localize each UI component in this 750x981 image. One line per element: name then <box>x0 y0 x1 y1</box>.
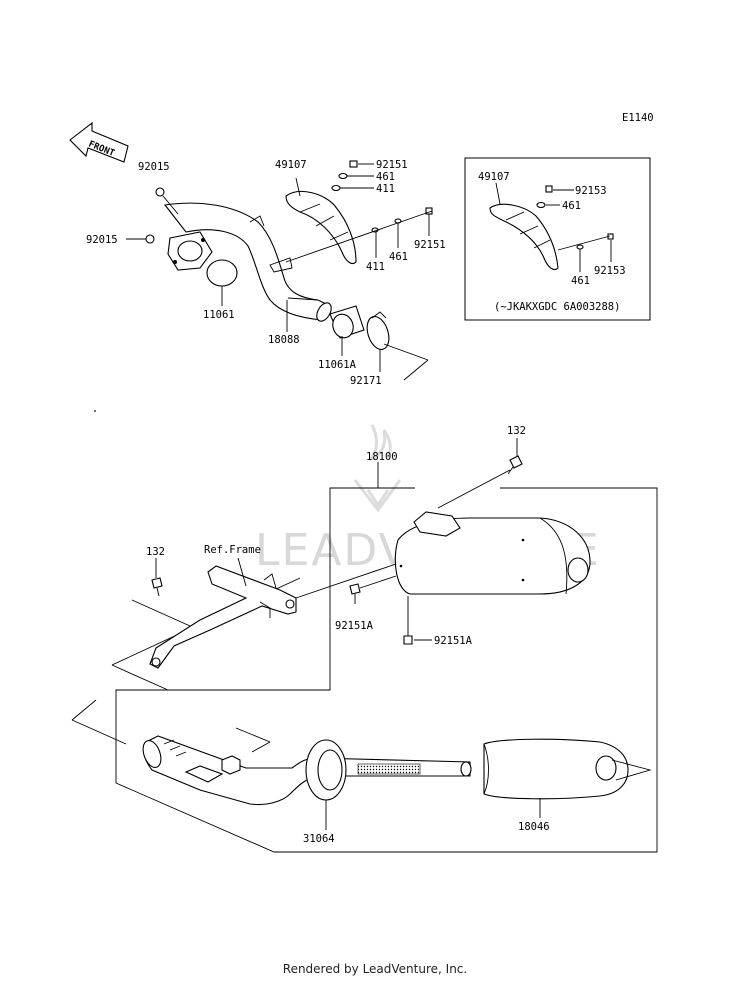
label-92151-top: 92151 <box>376 159 408 171</box>
label-ref-frame: Ref.Frame <box>204 544 261 556</box>
muffler-18100 <box>394 511 591 595</box>
leader-lines-top <box>126 163 433 381</box>
footer-credit: Rendered by LeadVenture, Inc. <box>282 962 468 976</box>
gasket-11061 <box>206 259 238 287</box>
bolt-132-left <box>151 577 163 597</box>
label-92151A-right: 92151A <box>434 635 473 647</box>
bolt-92151A-right <box>403 596 413 645</box>
label-92015-b: 92015 <box>86 234 118 246</box>
label-461-top: 461 <box>376 171 395 183</box>
label-92151A-left: 92151A <box>335 620 374 632</box>
joint-11061A <box>329 305 365 339</box>
label-49107-inset: 49107 <box>478 171 510 183</box>
bolt-92153-top <box>545 185 553 193</box>
exhaust-flange <box>167 231 213 271</box>
heat-guard-49107 <box>285 191 357 265</box>
bolt-92151A-left <box>349 583 361 604</box>
bolt-132-top <box>507 455 523 475</box>
label-92153-low: 92153 <box>594 265 626 277</box>
label-31064: 31064 <box>303 833 335 845</box>
clamp-92171 <box>366 311 390 351</box>
label-92015-a: 92015 <box>138 161 170 173</box>
nut-92015-a <box>155 187 165 197</box>
washer-461-top <box>338 172 348 180</box>
washer-461-inset-low <box>576 244 584 250</box>
label-18088: 18088 <box>268 334 300 346</box>
label-411-low: 411 <box>366 261 385 273</box>
diagram-code: E1140 <box>622 112 654 124</box>
stray-dot <box>94 410 96 412</box>
label-411-top: 411 <box>376 183 395 195</box>
variant-inset-box: 49107 92153 461 92153 461 (~JKAKXGDC 6A0… <box>464 157 651 321</box>
label-92171: 92171 <box>350 375 382 387</box>
label-49107: 49107 <box>275 159 307 171</box>
leader-frame-to-muffler <box>295 563 397 599</box>
label-11061: 11061 <box>203 309 235 321</box>
leader-132-to-muffler <box>437 469 511 509</box>
label-11061A: 11061A <box>318 359 357 371</box>
variant-note: (~JKAKXGDC 6A003288) <box>494 301 620 313</box>
label-18100: 18100 <box>366 451 398 463</box>
label-132-top: 132 <box>507 425 526 437</box>
label-461-inset-low: 461 <box>571 275 590 287</box>
nut-92015-b <box>145 234 155 244</box>
washer-461-inset-top <box>536 201 546 209</box>
label-18046: 18046 <box>518 821 550 833</box>
bolt-92151-top <box>349 160 358 168</box>
frame-bracket <box>149 557 297 669</box>
muffler-shell-18046 <box>483 738 652 800</box>
collar-411-top <box>331 184 341 192</box>
front-arrow-icon: FRONT <box>69 121 129 163</box>
label-92151-right: 92151 <box>414 239 446 251</box>
label-132-left: 132 <box>146 546 165 558</box>
label-92153-top: 92153 <box>575 185 607 197</box>
label-461-low: 461 <box>389 251 408 263</box>
label-461-inset-top: 461 <box>562 200 581 212</box>
leader-92151A-left-muffler <box>359 575 397 589</box>
inner-pipe-31064 <box>142 735 472 806</box>
header-pipe-18088 <box>163 202 332 322</box>
